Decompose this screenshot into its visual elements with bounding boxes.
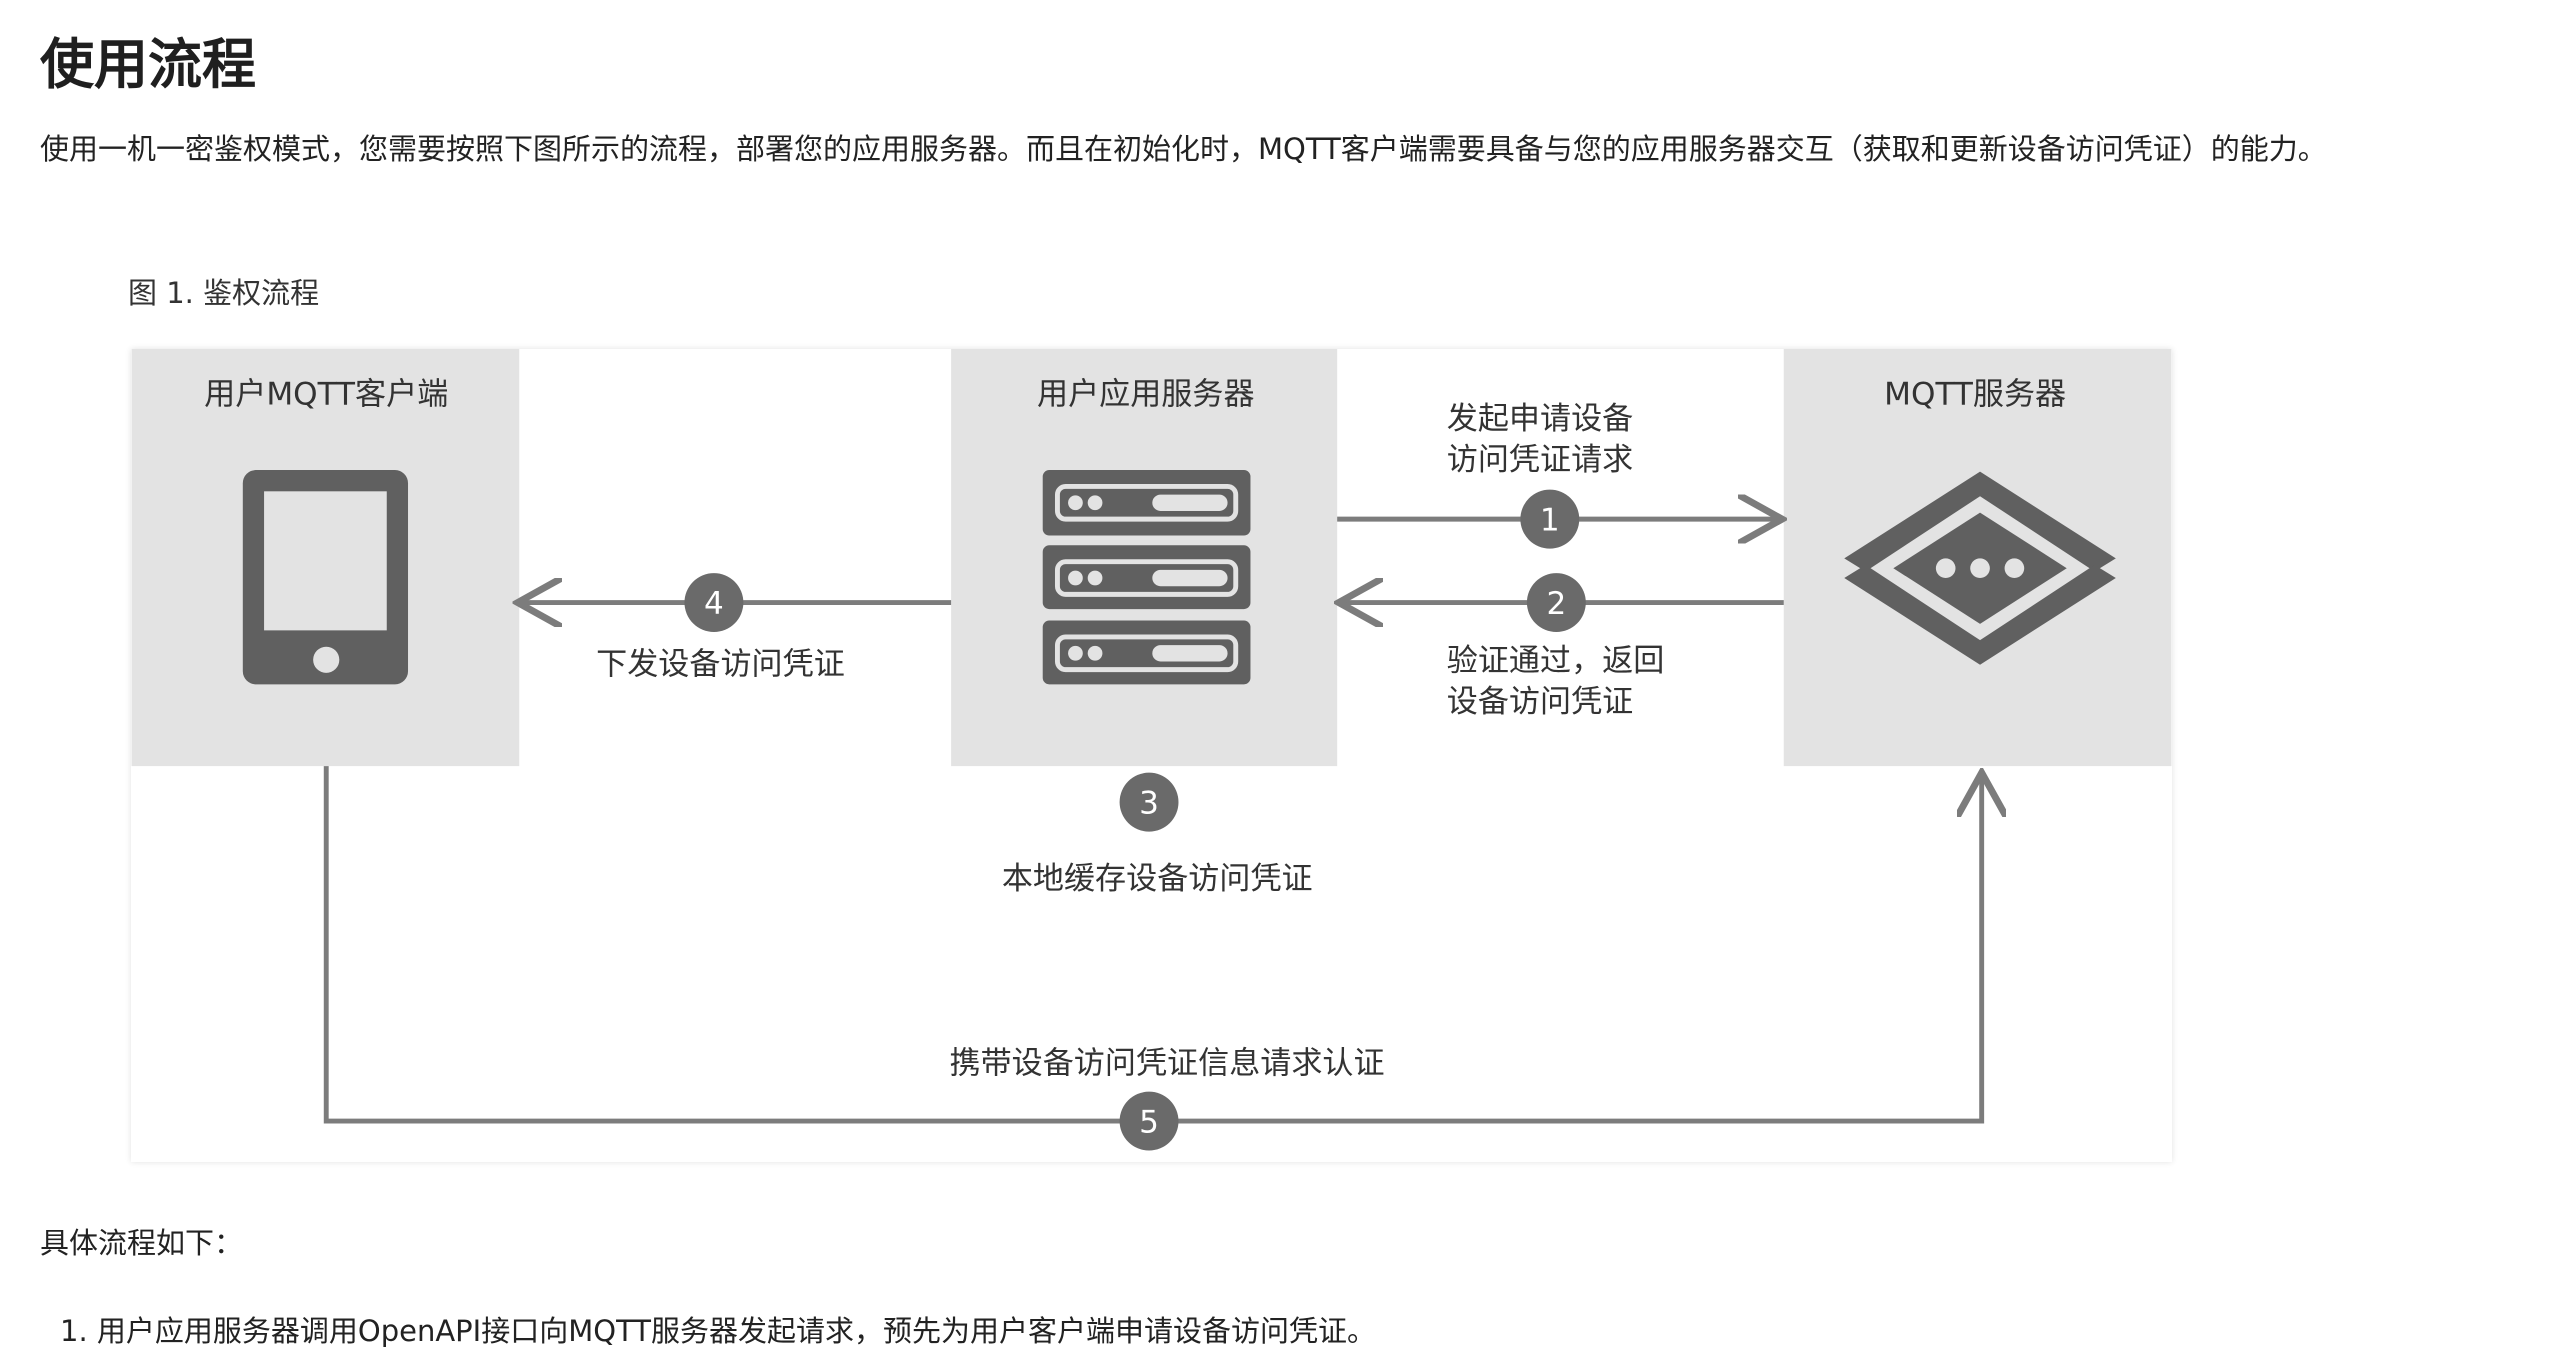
svg-text:4: 4 — [704, 586, 724, 622]
step-5-label: 携带设备访问凭证信息请求认证 — [949, 1046, 1384, 1082]
step-4-badge: 4 — [684, 573, 744, 632]
svg-text:5: 5 — [1139, 1105, 1159, 1141]
list-item: 1. 用户应用服务器调用OpenAPI接口向MQTT服务器发起请求，预先为用户客… — [60, 1308, 1376, 1350]
figure-caption: 图 1. 鉴权流程 — [128, 276, 320, 310]
mqtt-broker-icon — [1844, 471, 2116, 665]
list-item-number: 1. — [60, 1314, 88, 1348]
auth-flow-diagram: 用户MQTT客户端 用户应用服务器 MQTT服务器 1 2 — [131, 349, 2172, 1162]
intro-paragraph: 使用一机一密鉴权模式，您需要按照下图所示的流程，部署您的应用服务器。而且在初始化… — [40, 132, 2327, 166]
step-3-badge: 3 — [1119, 772, 1179, 832]
list-item-text: 用户应用服务器调用OpenAPI接口向MQTT服务器发起请求，预先为用户客户端申… — [96, 1314, 1376, 1348]
step-5-badge: 5 — [1119, 1091, 1179, 1151]
step-2-badge: 2 — [1526, 573, 1586, 632]
step-1-badge: 1 — [1520, 489, 1580, 549]
step-1-label-line1: 发起申请设备 — [1447, 401, 1633, 437]
step-2-label-line2: 设备访问凭证 — [1447, 684, 1633, 720]
client-label: 用户MQTT客户端 — [204, 377, 448, 413]
page-title: 使用流程 — [40, 33, 256, 96]
step-1-label-line2: 访问凭证请求 — [1447, 442, 1633, 478]
step-2-label-line1: 验证通过，返回 — [1447, 643, 1665, 679]
steps-list: 1. 用户应用服务器调用OpenAPI接口向MQTT服务器发起请求，预先为用户客… — [60, 1308, 1376, 1350]
step-3-label: 本地缓存设备访问凭证 — [1002, 861, 1313, 897]
svg-text:2: 2 — [1546, 586, 1566, 622]
svg-text:3: 3 — [1139, 786, 1159, 822]
server-icon — [1042, 470, 1251, 685]
svg-text:1: 1 — [1540, 503, 1560, 539]
app-server-label: 用户应用服务器 — [1037, 377, 1255, 413]
mqtt-server-label: MQTT服务器 — [1884, 377, 2066, 413]
steps-heading: 具体流程如下： — [40, 1226, 244, 1260]
mobile-phone-icon — [242, 470, 409, 685]
step-4-label: 下发设备访问凭证 — [596, 647, 845, 683]
